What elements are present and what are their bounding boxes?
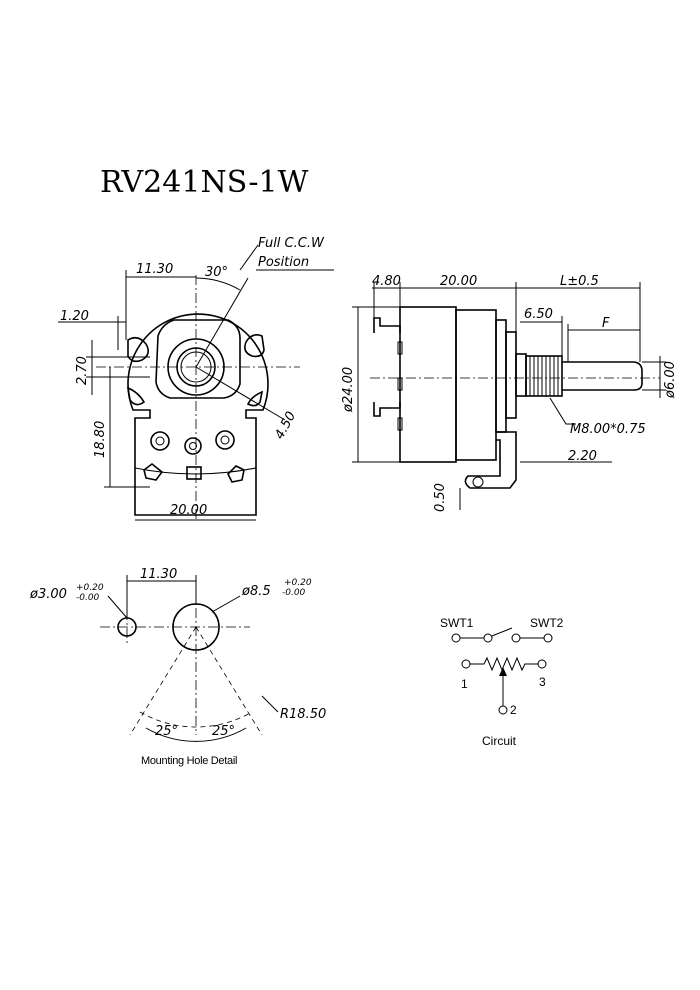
dim-11-30-front: 11.30 — [136, 262, 173, 277]
mh-angle-arc — [145, 727, 247, 742]
terminal-1 — [143, 431, 170, 481]
side-rivet-1 — [397, 341, 403, 355]
mh-dim-11-30: 11.30 — [140, 567, 177, 582]
note-leader — [239, 244, 259, 271]
swt1-contact-a — [451, 633, 461, 643]
dim-6-50: 6.50 — [524, 307, 553, 322]
dim-2-20: 2.20 — [568, 449, 597, 464]
swt2-contact-b — [543, 633, 553, 643]
note-full-ccw: Full C.C.W — [258, 236, 325, 251]
dim-line-4-50 — [195, 366, 286, 421]
pin1-terminal — [461, 659, 471, 669]
mh-radius-arc — [139, 711, 253, 728]
front-slot-left-low — [126, 386, 146, 406]
mh-leader-big — [211, 595, 241, 613]
dim-4-50: 4.50 — [272, 409, 299, 442]
dim-6-00: ø6.00 — [663, 361, 678, 399]
terminal-2 — [184, 437, 202, 480]
side-nut — [515, 353, 527, 397]
side-rivet-3 — [397, 417, 403, 431]
mh-caption: Mounting Hole Detail — [141, 755, 237, 767]
dim-20-00-side: 20.00 — [440, 274, 477, 289]
ccw-position-line — [195, 277, 249, 368]
mh-angle-left: 25° — [155, 724, 178, 739]
dim-20-00-front: 20.00 — [170, 503, 207, 518]
mh-angle-right — [195, 626, 263, 736]
mh-dim-radius: R18.50 — [280, 707, 326, 722]
mh-tol-small-lower: -0.00 — [76, 593, 100, 603]
side-lug-hole — [472, 476, 484, 488]
label-swt1: SWT1 — [440, 616, 474, 630]
thread-lines — [529, 356, 559, 396]
side-terminal-top — [373, 317, 401, 333]
mh-tol-big-upper: +0.20 — [284, 578, 312, 588]
dim-4-80: 4.80 — [372, 274, 401, 289]
terminal-3 — [215, 430, 245, 483]
dim-30deg: 30° — [205, 265, 228, 280]
pin2-terminal — [498, 705, 508, 715]
mh-dim-small-hole: ø3.00 — [29, 587, 67, 602]
front-view: 11.30 30° Full C.C.W Position 1.20 2.70 … — [58, 236, 334, 521]
side-mounting-lug — [464, 431, 517, 489]
mounting-hole-detail: 11.30 ø3.00 +0.20 -0.00 ø8.5 +0.20 -0.00… — [29, 567, 326, 767]
label-pin1: 1 — [461, 677, 468, 691]
side-flange-2 — [505, 331, 517, 419]
label-pin2: 2 — [510, 703, 517, 717]
circuit-caption: Circuit — [482, 734, 517, 748]
side-body-front — [455, 309, 497, 461]
front-slot-left — [127, 336, 150, 363]
side-terminal-bottom — [373, 402, 401, 417]
mh-leader-small — [107, 595, 128, 619]
front-slot-right — [244, 334, 265, 358]
dim-thread: M8.00*0.75 — [570, 422, 646, 437]
note-position: Position — [258, 255, 309, 270]
bushing-flat — [155, 319, 241, 399]
mh-leader-radius — [261, 695, 279, 713]
dim-F: F — [602, 316, 610, 331]
mh-angle-left — [129, 626, 197, 736]
dim-18-80: 18.80 — [93, 421, 108, 458]
dim-1-20: 1.20 — [60, 309, 89, 324]
dim-0-50: 0.50 — [433, 483, 448, 512]
angle-arc-30 — [195, 277, 241, 291]
mh-angle-right: 25° — [212, 724, 235, 739]
mh-tol-small-upper: +0.20 — [76, 583, 104, 593]
label-pin3: 3 — [539, 675, 546, 689]
pin3-terminal — [537, 659, 547, 669]
leader-thread — [549, 397, 576, 425]
part-number-title: RV241NS-1W — [100, 165, 309, 200]
side-body-rear — [399, 306, 457, 463]
circuit-diagram: SWT1 SWT2 1 3 2 Circuit — [440, 616, 564, 748]
side-shaft — [562, 361, 643, 391]
resistor-element — [470, 656, 538, 672]
mh-dim-big-hole: ø8.5 — [241, 584, 271, 599]
side-flange — [495, 319, 507, 433]
mh-tol-big-lower: -0.00 — [282, 588, 306, 598]
side-thread — [525, 355, 563, 397]
swt2-contact-a — [511, 633, 521, 643]
swt1-contact-b — [483, 633, 493, 643]
label-swt2: SWT2 — [530, 616, 564, 630]
terminal-board — [134, 418, 257, 475]
dim-L: L±0.5 — [560, 274, 599, 289]
side-view: 4.80 20.00 L±0.5 6.50 F ø24.00 ø6.00 M8.… — [341, 274, 678, 512]
switch-blade — [491, 627, 513, 637]
front-body-outline — [127, 313, 269, 516]
dim-24-00: ø24.00 — [341, 367, 356, 413]
side-rivet-2 — [397, 377, 403, 391]
dim-2-70: 2.70 — [75, 356, 90, 385]
wiper-arrow — [499, 667, 507, 676]
